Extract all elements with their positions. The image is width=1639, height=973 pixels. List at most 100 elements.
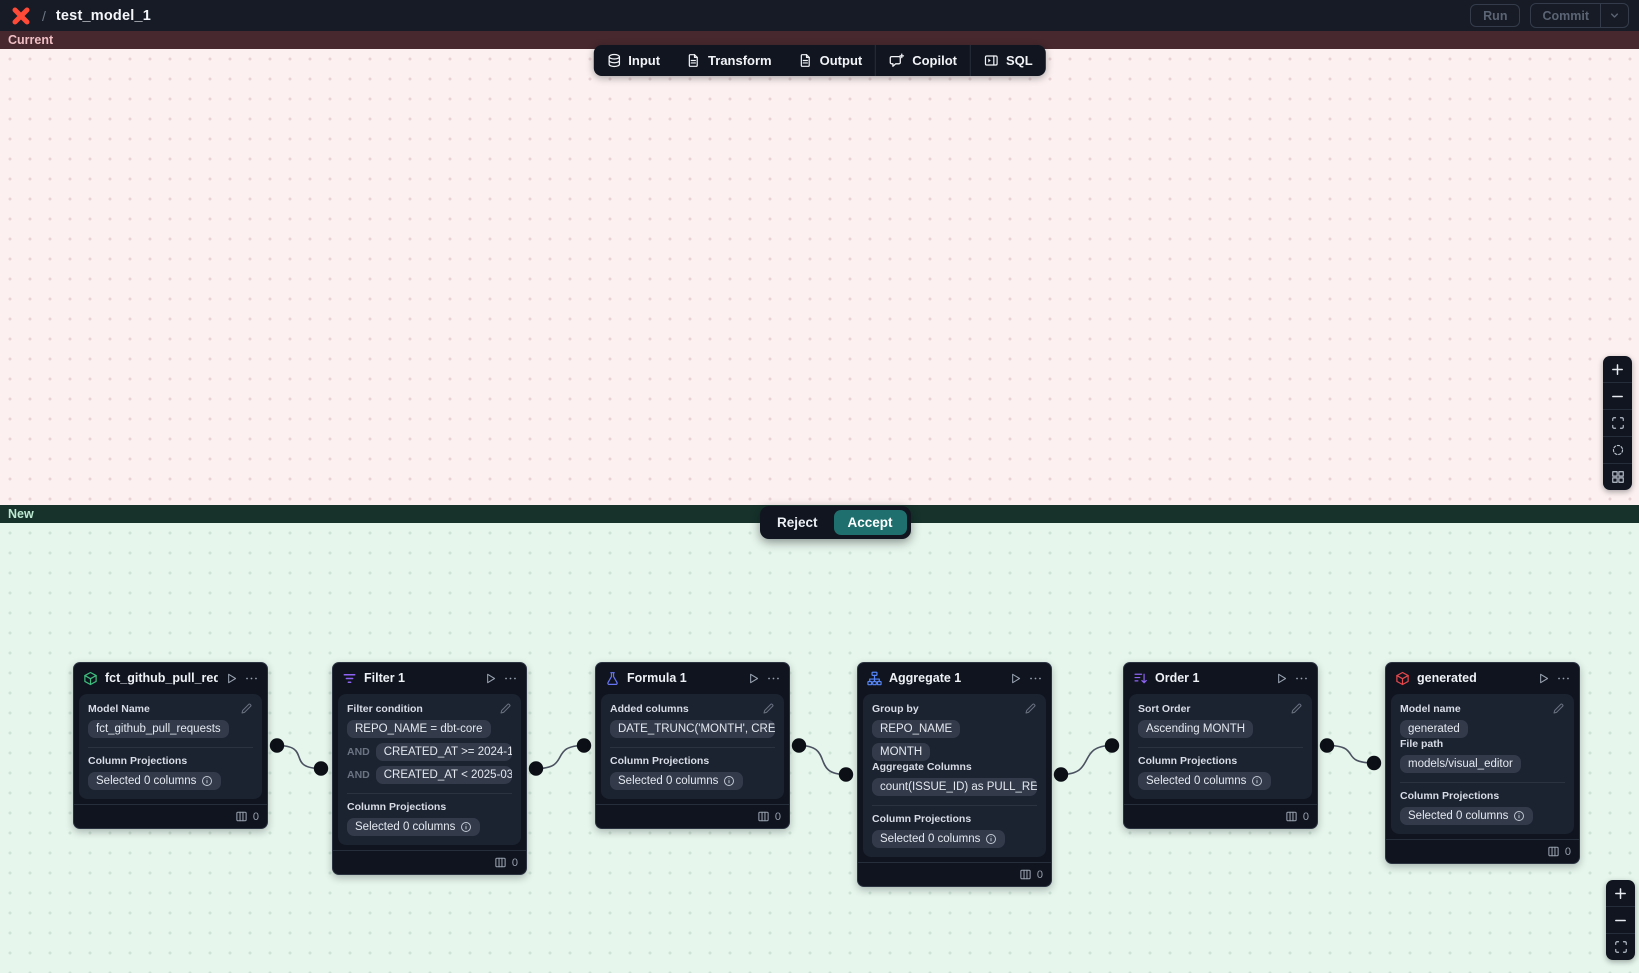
sort-icon (1133, 671, 1148, 686)
play-icon[interactable] (747, 672, 760, 685)
pencil-icon[interactable] (240, 702, 253, 715)
fit-view-button[interactable] (1603, 409, 1632, 436)
toolbar-item-sql[interactable]: SQL (971, 45, 1046, 76)
node-card: Model namegeneratedFile pathmodels/visua… (1391, 694, 1574, 834)
value-pill[interactable]: models/visual_editor (1400, 755, 1521, 773)
toolbar-item-label: Transform (708, 53, 772, 68)
ellipsis-icon[interactable] (767, 672, 780, 685)
row-count: 0 (1303, 811, 1309, 823)
node-fct-github-pull-requests[interactable]: fct_github_pull_requestsModel Namefct_gi… (73, 662, 268, 829)
commit-split-button[interactable]: Commit (1530, 3, 1629, 28)
info-icon[interactable] (723, 775, 735, 787)
value-pill[interactable]: CREATED_AT >= 2024-12-01 (376, 743, 512, 761)
play-icon[interactable] (484, 672, 497, 685)
node-card: Added columnsDATE_TRUNC('MONTH', CREATED… (601, 694, 784, 799)
zoom-in-button[interactable] (1603, 356, 1632, 382)
play-icon[interactable] (225, 672, 238, 685)
projections-pill[interactable]: Selected 0 columns (1400, 807, 1533, 825)
minimap-button[interactable] (1603, 463, 1632, 490)
row-count: 0 (512, 857, 518, 869)
pencil-icon[interactable] (1552, 702, 1565, 715)
pencil-icon[interactable] (1024, 702, 1037, 715)
fit-view-button[interactable] (1606, 933, 1635, 960)
output-port[interactable] (270, 738, 284, 752)
value-pill[interactable]: fct_github_pull_requests (88, 720, 229, 738)
node-order-1[interactable]: Order 1Sort OrderAscending MONTHColumn P… (1123, 662, 1318, 829)
play-icon[interactable] (1537, 672, 1550, 685)
info-icon[interactable] (1251, 775, 1263, 787)
ellipsis-icon[interactable] (245, 672, 258, 685)
projections-row: Selected 0 columns (1138, 772, 1303, 790)
columns-icon (1547, 845, 1560, 858)
value-row: models/visual_editor (1400, 755, 1565, 773)
value-pill[interactable]: Ascending MONTH (1138, 720, 1253, 738)
projections-pill[interactable]: Selected 0 columns (610, 772, 743, 790)
run-button[interactable]: Run (1470, 4, 1520, 27)
field-label-row: Model Name (88, 702, 253, 715)
toolbar-item-transform[interactable]: Transform (673, 45, 785, 76)
pencil-icon[interactable] (1290, 702, 1303, 715)
field-label-row: Added columns (610, 702, 775, 715)
ellipsis-icon[interactable] (1295, 672, 1308, 685)
pencil-icon[interactable] (762, 702, 775, 715)
projections-pill[interactable]: Selected 0 columns (1138, 772, 1271, 790)
info-icon[interactable] (985, 833, 997, 845)
node-title: Formula 1 (627, 671, 740, 685)
new-canvas[interactable]: fct_github_pull_requestsModel Namefct_gi… (0, 523, 1639, 973)
hierarchy-icon (867, 671, 882, 686)
diff-actions: Reject Accept (760, 506, 911, 539)
projections-pill[interactable]: Selected 0 columns (88, 772, 221, 790)
zoom-out-button[interactable] (1606, 906, 1635, 933)
value-pill[interactable]: MONTH (872, 743, 930, 761)
commit-button[interactable]: Commit (1531, 4, 1600, 27)
toolbar-item-input[interactable]: Input (593, 45, 673, 76)
play-icon[interactable] (1275, 672, 1288, 685)
top-bar: / test_model_1 Run Commit (0, 0, 1639, 31)
input-port[interactable] (314, 761, 328, 775)
node-palette-toolbar: Input Transform OutputCopilotSQL (593, 45, 1045, 76)
reject-button[interactable]: Reject (764, 510, 831, 535)
toolbar-item-output[interactable]: Output (785, 45, 876, 76)
input-port[interactable] (577, 738, 591, 752)
output-port[interactable] (1320, 738, 1334, 752)
value-pill[interactable]: REPO_NAME (872, 720, 960, 738)
zoom-in-button[interactable] (1606, 880, 1635, 906)
ellipsis-icon[interactable] (1557, 672, 1570, 685)
value-pill[interactable]: REPO_NAME = dbt-core (347, 720, 491, 738)
value-pill[interactable]: DATE_TRUNC('MONTH', CREATED_AT… (610, 720, 775, 738)
play-icon[interactable] (1009, 672, 1022, 685)
toolbar-item-copilot[interactable]: Copilot (876, 45, 970, 76)
orbit-button[interactable] (1603, 436, 1632, 463)
ellipsis-icon[interactable] (504, 672, 517, 685)
zoom-out-icon (1613, 913, 1628, 928)
input-port[interactable] (839, 767, 853, 781)
node-header: Formula 1 (596, 663, 789, 693)
chevron-down-icon[interactable] (1600, 4, 1628, 27)
info-icon[interactable] (201, 775, 213, 787)
accept-button[interactable]: Accept (834, 510, 907, 535)
info-icon[interactable] (460, 821, 472, 833)
value-pill[interactable]: CREATED_AT < 2025-03-01 (376, 766, 512, 784)
input-port[interactable] (1105, 738, 1119, 752)
output-port[interactable] (792, 738, 806, 752)
output-port[interactable] (529, 761, 543, 775)
node-footer: 0 (596, 804, 789, 828)
value-pill[interactable]: generated (1400, 720, 1468, 738)
node-footer: 0 (1386, 839, 1579, 863)
node-formula-1[interactable]: Formula 1 Added columnsDATE_TRUNC('MONTH'… (595, 662, 790, 829)
current-canvas[interactable] (0, 49, 1639, 505)
value-pill[interactable]: count(ISSUE_ID) as PULL_REQUEST_… (872, 778, 1037, 796)
input-port[interactable] (1367, 756, 1381, 770)
node-filter-1[interactable]: Filter 1Filter conditionREPO_NAME = dbt-… (332, 662, 527, 875)
pencil-icon[interactable] (499, 702, 512, 715)
info-icon[interactable] (1513, 810, 1525, 822)
output-port[interactable] (1054, 767, 1068, 781)
field-label: Sort Order (1138, 703, 1191, 715)
node-generated[interactable]: generatedModel namegeneratedFile pathmod… (1385, 662, 1580, 864)
projections-pill[interactable]: Selected 0 columns (347, 818, 480, 836)
zoom-out-button[interactable] (1603, 382, 1632, 409)
node-aggregate-1[interactable]: Aggregate 1Group byREPO_NAMEMONTHAggrega… (857, 662, 1052, 887)
ellipsis-icon[interactable] (1029, 672, 1042, 685)
value-row: Ascending MONTH (1138, 720, 1303, 738)
projections-pill[interactable]: Selected 0 columns (872, 830, 1005, 848)
